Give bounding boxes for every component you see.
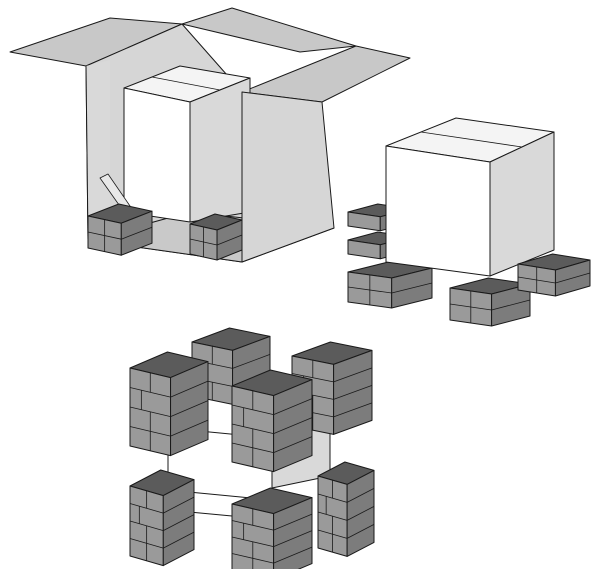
cushion-row-line <box>273 417 313 434</box>
cushion-row-line <box>163 496 195 514</box>
cushion-row-line <box>170 419 209 437</box>
cushion-row-line <box>232 354 271 369</box>
box-right-seam <box>420 131 523 148</box>
cushion-row-line <box>273 398 313 415</box>
cushion-row-line <box>346 524 375 539</box>
cushion-row-line <box>163 514 195 531</box>
cushion-row-line <box>333 402 373 418</box>
corner-stack-front-upper-right <box>231 369 313 473</box>
carton-right-wall <box>241 91 335 263</box>
corner-stack-front-lower-left <box>129 469 195 567</box>
box-right-side <box>489 131 555 277</box>
box-on-blocks-panel <box>347 117 591 327</box>
cushion-row-line <box>391 282 433 294</box>
carton-front-edge <box>85 65 89 241</box>
carton-flap-back <box>181 7 357 53</box>
cushion-row-line <box>170 400 209 417</box>
cushion-row-line <box>163 531 195 549</box>
open-carton-panel <box>9 7 411 263</box>
cushion-row-line <box>346 506 375 521</box>
cushion-row-line <box>333 385 373 400</box>
carton-cushion-block-right <box>189 213 243 261</box>
cushion-row-line <box>346 488 375 503</box>
cushion-row-line <box>216 234 243 246</box>
cushion-row-line <box>170 380 209 398</box>
cushion-row-line <box>555 272 591 284</box>
corner-stack-back-right <box>291 341 373 435</box>
corner-stack-back-lower-right <box>317 461 375 557</box>
corner-cushion-panel <box>129 327 375 574</box>
box-cushion-block-back-right <box>517 253 591 297</box>
product-box-top-seam <box>151 76 221 91</box>
carton-cushion-block-left <box>87 203 153 256</box>
cushion-block-front <box>231 503 275 574</box>
box-right-front <box>385 145 491 277</box>
cushion-block-side <box>273 497 313 574</box>
box-cushion-block-front-right <box>449 277 531 327</box>
carton-flap-right <box>241 45 411 103</box>
cushion-row-line <box>491 299 531 311</box>
cushion-row-line <box>273 436 313 453</box>
cushion-row-line <box>273 530 313 547</box>
cushion-row-line <box>121 226 153 240</box>
cushion-row-line <box>273 513 313 531</box>
product-box-front <box>123 87 191 223</box>
product-box-side <box>189 77 251 223</box>
carton-inner-left-wall <box>86 60 110 240</box>
cushion-row-line <box>333 367 373 383</box>
corner-stack-front-upper-left <box>129 351 209 457</box>
corner-stack-front-lower-right <box>231 487 313 574</box>
cushion-row-line <box>273 546 313 564</box>
box-cushion-block-front-left <box>347 261 433 309</box>
